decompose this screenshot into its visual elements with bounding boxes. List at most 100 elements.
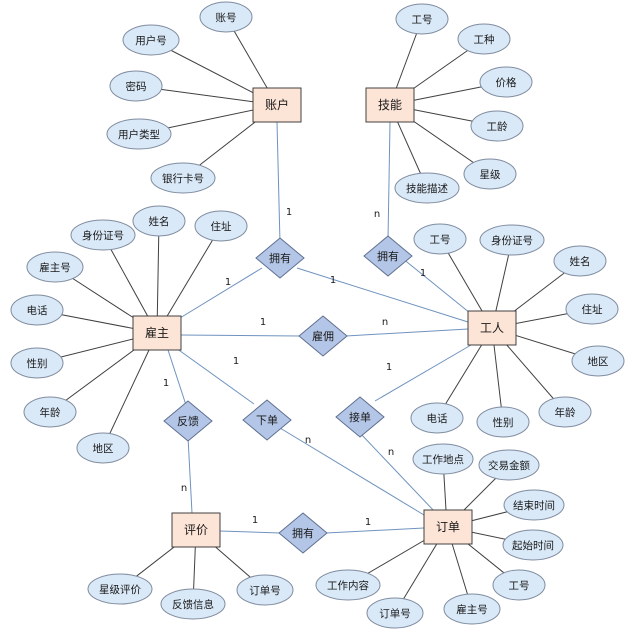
attribute-employer-id-card: 身份证号: [70, 219, 136, 251]
svg-text:年龄: 年龄: [555, 406, 576, 419]
relationship-skill-owns: 拥有: [363, 235, 413, 277]
attribute-worker-region: 地区: [571, 345, 625, 377]
cardinality-label: 1: [330, 275, 336, 286]
attribute-work-location: 工作地点: [412, 443, 474, 475]
svg-text:性别: 性别: [493, 416, 514, 429]
svg-text:工号: 工号: [412, 14, 433, 26]
attribute-employer-address: 住址: [194, 210, 248, 242]
svg-text:用户类型: 用户类型: [118, 128, 160, 141]
entity-order: 订单: [423, 509, 473, 545]
relationship-review-owns: 拥有: [278, 512, 328, 554]
cardinality-label: 1: [252, 515, 258, 526]
svg-text:电话: 电话: [27, 304, 48, 317]
attribute-account-number: 账号: [199, 1, 253, 33]
relationships: 拥有 拥有 雇佣 反馈 下单 接单 拥有: [163, 235, 413, 554]
svg-text:雇主: 雇主: [145, 325, 169, 340]
attribute-worker-address: 住址: [565, 293, 619, 325]
svg-text:技能: 技能: [378, 98, 402, 112]
relationship-place-order: 下单: [242, 399, 292, 441]
svg-text:用户号: 用户号: [135, 34, 167, 47]
svg-text:拥有: 拥有: [292, 526, 314, 540]
svg-text:地区: 地区: [588, 355, 609, 368]
cardinality-label: 1: [386, 362, 392, 373]
attribute-star-level: 星级: [463, 158, 517, 190]
svg-text:工龄: 工龄: [487, 120, 508, 133]
svg-text:账户: 账户: [265, 97, 289, 112]
svg-text:接单: 接单: [349, 411, 371, 424]
svg-text:反馈: 反馈: [177, 415, 199, 428]
relationship-employ: 雇佣: [298, 315, 348, 357]
attribute-feedback-info: 反馈信息: [160, 588, 226, 620]
attribute-worker-gender: 性别: [476, 406, 530, 438]
attribute-work-content: 工作内容: [315, 569, 381, 601]
svg-text:雇主号: 雇主号: [39, 261, 71, 274]
attribute-price: 价格: [479, 66, 533, 98]
attribute-worker-age: 年龄: [538, 396, 592, 428]
svg-text:订单: 订单: [436, 520, 460, 534]
attribute-skill-worker-id: 工号: [395, 3, 449, 35]
relationship-feedback: 反馈: [163, 400, 213, 442]
svg-text:星级: 星级: [480, 169, 501, 181]
cardinality-label: n: [374, 209, 380, 220]
svg-text:工号: 工号: [509, 580, 530, 592]
attributes: 账号 用户号 密码 用户类型 银行卡号 工号 工种 价格 工龄 星级 技能描述 …: [10, 1, 625, 629]
svg-text:银行卡号: 银行卡号: [162, 172, 204, 185]
svg-text:价格: 价格: [496, 76, 517, 89]
cardinality-label: 1: [286, 207, 292, 218]
relationship-edges: [167, 121, 472, 534]
svg-text:技能描述: 技能描述: [406, 182, 448, 195]
cardinality-label: 1: [365, 517, 371, 528]
entity-employer: 雇主: [132, 315, 182, 351]
svg-text:订单号: 订单号: [249, 585, 281, 597]
svg-text:工号: 工号: [430, 234, 451, 246]
attribute-work-type: 工种: [457, 23, 511, 55]
svg-text:住址: 住址: [582, 303, 603, 316]
relationship-accept-order: 接单: [335, 396, 385, 438]
svg-text:姓名: 姓名: [149, 215, 170, 228]
svg-text:工作内容: 工作内容: [327, 579, 369, 592]
svg-text:身份证号: 身份证号: [82, 229, 124, 242]
cardinality-labels: 1 1 1 n 1 1 n 1 n 1 n 1 n 1 1: [163, 207, 426, 528]
attribute-employer-age: 年龄: [23, 396, 77, 428]
svg-text:结束时间: 结束时间: [513, 499, 555, 512]
entities: 账户 技能 雇主 工人 评价 订单: [132, 87, 517, 548]
cardinality-label: n: [388, 447, 394, 458]
attribute-order-employer-id: 雇主号: [443, 593, 501, 625]
attribute-employer-name: 姓名: [132, 205, 186, 237]
attribute-password: 密码: [109, 70, 163, 102]
svg-text:工种: 工种: [474, 33, 495, 46]
cardinality-label: 1: [260, 317, 266, 328]
attribute-order-worker-id: 工号: [492, 569, 546, 601]
svg-text:星级评价: 星级评价: [99, 584, 141, 596]
attribute-employer-gender: 性别: [10, 347, 64, 379]
attribute-worker-phone: 电话: [410, 402, 464, 434]
attribute-employer-region: 地区: [76, 432, 130, 464]
svg-text:评价: 评价: [184, 523, 208, 537]
attribute-end-time: 结束时间: [503, 489, 565, 521]
cardinality-label: n: [382, 317, 388, 328]
svg-text:下单: 下单: [256, 414, 278, 427]
entity-skill: 技能: [365, 87, 415, 123]
attribute-skill-description: 技能描述: [394, 172, 460, 204]
attribute-user-id: 用户号: [122, 24, 180, 56]
attribute-review-order-id: 订单号: [236, 574, 294, 606]
cardinality-label: 1: [420, 268, 426, 279]
attribute-worker-id: 工号: [413, 223, 467, 255]
svg-text:工作地点: 工作地点: [422, 453, 464, 466]
svg-text:拥有: 拥有: [377, 249, 399, 263]
svg-text:性别: 性别: [27, 357, 48, 370]
svg-text:住址: 住址: [211, 220, 232, 233]
svg-text:地区: 地区: [93, 442, 114, 455]
svg-text:身份证号: 身份证号: [491, 234, 533, 247]
svg-text:账号: 账号: [216, 12, 237, 24]
cardinality-label: n: [305, 435, 311, 446]
cardinality-label: n: [181, 483, 187, 494]
entity-account: 账户: [252, 87, 302, 123]
attribute-employer-phone: 电话: [10, 294, 64, 326]
relationship-account-owns: 拥有: [255, 237, 305, 279]
attribute-worker-id-card: 身份证号: [479, 224, 545, 256]
entity-worker: 工人: [467, 310, 517, 346]
svg-text:密码: 密码: [126, 80, 147, 93]
attribute-employer-id: 雇主号: [26, 251, 84, 283]
svg-text:工人: 工人: [480, 321, 504, 335]
